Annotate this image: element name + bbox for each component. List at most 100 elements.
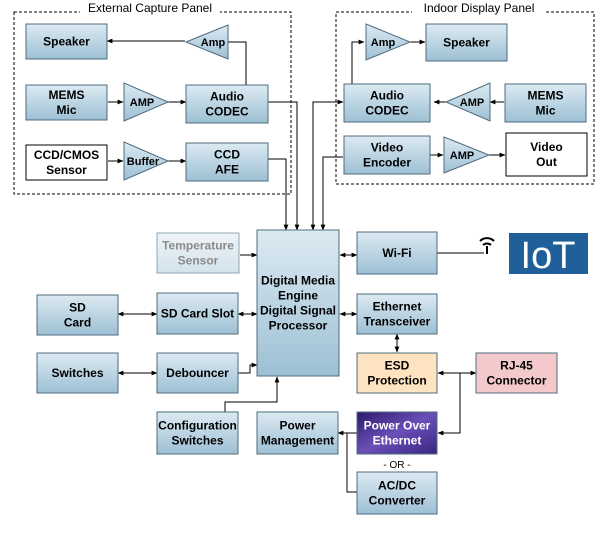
block-label-line: Audio bbox=[210, 90, 244, 104]
wires bbox=[106, 38, 506, 493]
amplifiers: Amp AMP Buffer Amp AMP AMP bbox=[123, 23, 491, 181]
block-label-line: Video bbox=[371, 141, 403, 155]
block-box bbox=[156, 411, 239, 455]
block-label-line: Encoder bbox=[363, 156, 411, 170]
block-box bbox=[356, 231, 438, 275]
block-label-line: AFE bbox=[215, 163, 239, 177]
block-debouncer: Debouncer bbox=[156, 352, 239, 394]
block-box bbox=[36, 352, 119, 394]
block-label-line: RJ-45 bbox=[500, 359, 533, 373]
block-label-line: Power Over bbox=[364, 419, 431, 433]
block-label-line: CCD/CMOS bbox=[34, 148, 99, 162]
block-label-line: Power bbox=[279, 419, 315, 433]
block-label-line: Mic bbox=[56, 103, 76, 117]
block-label-line: Out bbox=[536, 155, 557, 169]
svg-text:Amp: Amp bbox=[201, 37, 226, 49]
block-label-line: Protection bbox=[367, 374, 426, 388]
indoor-display-panel: Indoor Display Panel bbox=[335, 1, 595, 185]
block-label-line: MEMS bbox=[49, 88, 85, 102]
block-box bbox=[475, 352, 558, 394]
block-box bbox=[25, 144, 108, 181]
block-label-line: Speaker bbox=[43, 35, 90, 49]
iot-logo: IoT bbox=[509, 233, 588, 277]
block-label-line: Connector bbox=[487, 374, 547, 388]
block-label-line: CODEC bbox=[205, 105, 249, 119]
block-box bbox=[356, 352, 438, 394]
svg-text:Buffer: Buffer bbox=[127, 156, 160, 168]
indoor-panel-title: Indoor Display Panel bbox=[424, 1, 535, 15]
external-panel-title: External Capture Panel bbox=[88, 1, 212, 15]
block-box bbox=[156, 292, 239, 335]
block-label-line: Processor bbox=[269, 319, 328, 333]
block-box bbox=[185, 84, 269, 124]
block-label-line: ESD bbox=[385, 359, 410, 373]
block-box bbox=[343, 83, 431, 123]
block-box bbox=[504, 83, 587, 123]
block-box bbox=[356, 411, 438, 455]
block-switches: Switches bbox=[36, 352, 119, 394]
block-speaker-int: Speaker bbox=[425, 23, 508, 62]
amp-ext-mic: AMP bbox=[123, 82, 170, 122]
block-label-line: Switches bbox=[51, 366, 103, 380]
block-label-line: Video bbox=[530, 140, 562, 154]
block-label-line: Temperature bbox=[162, 239, 234, 253]
amp-video: AMP bbox=[443, 136, 491, 174]
block-label-line: Debouncer bbox=[166, 366, 229, 380]
svg-text:AMP: AMP bbox=[130, 97, 154, 109]
block-box bbox=[356, 293, 438, 335]
block-label-line: Sensor bbox=[178, 254, 219, 268]
block-box bbox=[343, 135, 431, 175]
blocks: SpeakerMEMSMicCCD/CMOSSensorAudioCODECCC… bbox=[25, 23, 588, 515]
block-box bbox=[356, 471, 438, 515]
block-label-line: AC/DC bbox=[378, 479, 416, 493]
block-label-line: Audio bbox=[370, 89, 404, 103]
buffer-amp: Buffer bbox=[123, 141, 170, 181]
amp-int-speaker: Amp bbox=[365, 23, 412, 61]
block-label-line: Ethernet bbox=[373, 434, 422, 448]
block-label-line: Sensor bbox=[46, 163, 87, 177]
block-wifi: Wi-Fi bbox=[356, 231, 438, 275]
block-box bbox=[256, 229, 340, 377]
svg-text:AMP: AMP bbox=[460, 97, 484, 109]
block-label-line: MEMS bbox=[528, 89, 564, 103]
block-box bbox=[256, 411, 339, 455]
amp-ext-speaker: Amp bbox=[184, 24, 229, 60]
block-box bbox=[156, 232, 240, 274]
svg-text:Amp: Amp bbox=[371, 37, 396, 49]
block-label-line: CCD bbox=[214, 148, 240, 162]
block-label-line: SD bbox=[69, 301, 86, 315]
block-label-line: Wi-Fi bbox=[382, 246, 411, 260]
block-label-line: Speaker bbox=[443, 36, 490, 50]
or-label: - OR - bbox=[383, 460, 410, 471]
block-label-line: Mic bbox=[535, 104, 555, 118]
block-label-line: Switches bbox=[171, 434, 223, 448]
block-label-line: Converter bbox=[369, 494, 426, 508]
block-label-line: Engine bbox=[278, 289, 318, 303]
block-box bbox=[36, 294, 119, 336]
block-label-line: Digital Signal bbox=[260, 304, 336, 318]
block-box bbox=[425, 23, 508, 62]
block-label-line: Configuration bbox=[158, 419, 237, 433]
block-label-line: Transceiver bbox=[364, 315, 431, 329]
block-label-line: CODEC bbox=[365, 104, 409, 118]
amp-int-mic: AMP bbox=[444, 82, 491, 122]
block-box bbox=[505, 132, 588, 177]
